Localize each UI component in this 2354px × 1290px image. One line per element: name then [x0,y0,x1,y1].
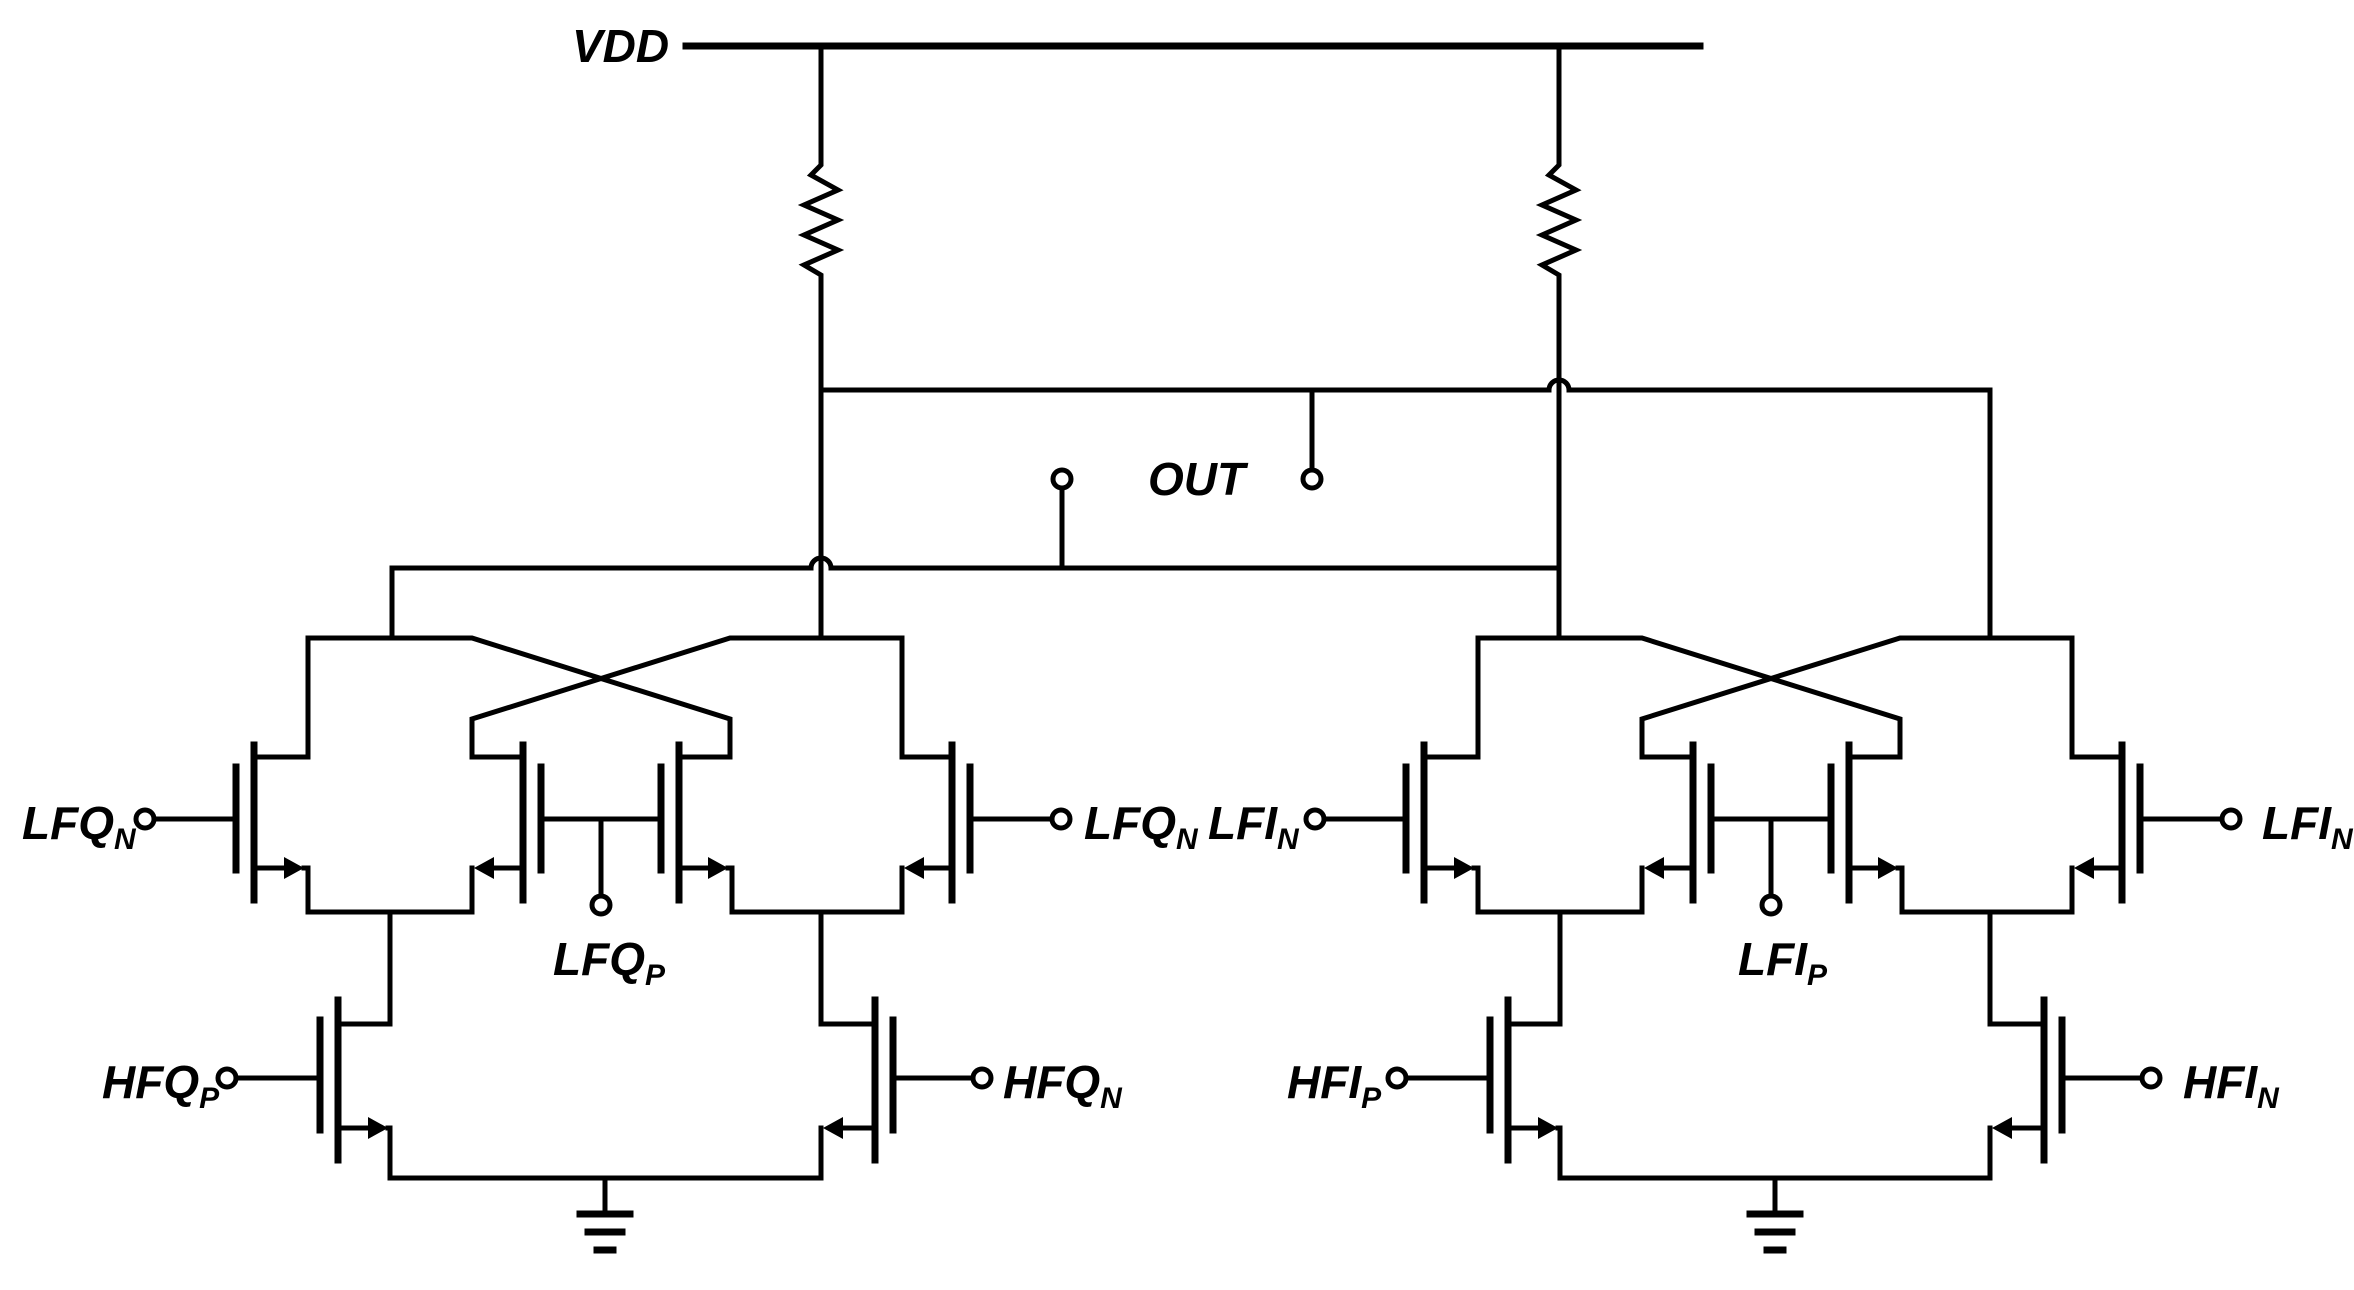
output-wiring: OUT [389,369,1993,641]
load-resistor-left [797,43,845,393]
out-pin-right[interactable] [1300,467,1324,491]
drive-transistor-right [818,996,994,1164]
switch-transistor-8 [2069,741,2243,904]
drive-transistor-left [215,996,824,1181]
pin-lfi-p[interactable] [1759,893,1783,917]
switch-transistor-3 [657,741,905,915]
label-hfq-p: HFQP [102,1056,220,1115]
drive-transistor-right-i [1987,996,2163,1164]
label-lfi-n-right: LFIN [2262,797,2354,856]
pin-lfq-p[interactable] [589,893,613,917]
pin-lfq-n-left[interactable] [133,807,157,831]
label-lfq-n-left: LFQN [22,797,137,856]
pin-lfi-n-right[interactable] [2219,807,2243,831]
label-lfi-n-left: LFIN [1208,797,1300,856]
pin-hfi-n[interactable] [2139,1066,2163,1090]
pin-hfi-p[interactable] [1385,1066,1409,1090]
label-hfi-p: HFIP [1287,1056,1382,1115]
vdd-rail: VDD [572,20,1704,72]
switch-transistor-1 [133,741,475,915]
out-pin-left[interactable] [1050,467,1074,491]
switch-transistor-2 [469,741,545,904]
switch-transistor-7 [1827,741,2075,915]
switch-transistor-4 [899,741,1073,904]
vdd-label: VDD [572,20,669,72]
out-label: OUT [1148,453,1249,505]
ground-right [1746,1175,1804,1254]
label-lfi-p: LFIP [1738,933,1828,992]
mixer-i-right: LFIN LFIN LFIP HFIP HFIN [1208,635,2354,1254]
label-hfq-n: HFQN [1003,1056,1123,1115]
pin-hfq-n[interactable] [970,1066,994,1090]
drive-transistor-left-i [1385,996,1993,1181]
ground-left [576,1175,634,1254]
label-hfi-n: HFIN [2183,1056,2280,1115]
pin-hfq-p[interactable] [215,1066,239,1090]
switch-transistor-5 [1303,741,1645,915]
pin-lfi-n-left[interactable] [1303,807,1327,831]
load-resistor-right [1535,43,1583,375]
mixer-q-left: LFQN LFQN LFQP HFQP HFQN [22,635,1199,1254]
label-lfq-n-right: LFQN [1084,797,1199,856]
pin-lfq-n-right[interactable] [1049,807,1073,831]
label-lfq-p: LFQP [553,933,666,992]
switch-transistor-6 [1639,741,1715,904]
